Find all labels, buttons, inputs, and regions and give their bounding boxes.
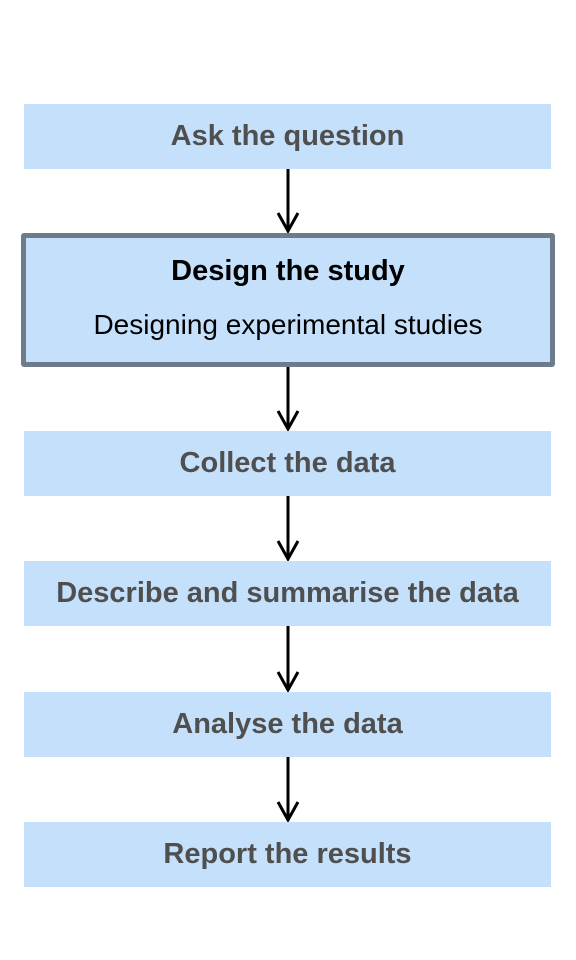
step-label: Design the study	[171, 255, 405, 287]
step-label: Analyse the data	[172, 708, 403, 740]
step-report-results: Report the results	[24, 822, 551, 887]
step-design-study: Design the study Designing experimental …	[21, 233, 555, 367]
step-label: Describe and summarise the data	[56, 577, 519, 609]
step-sublabel: Designing experimental studies	[93, 309, 483, 340]
step-collect-data: Collect the data	[24, 431, 551, 496]
arrow-down-icon	[276, 496, 300, 561]
step-label: Report the results	[163, 838, 412, 870]
arrow-down-icon	[276, 169, 300, 233]
step-label: Ask the question	[170, 120, 405, 152]
step-label: Collect the data	[179, 447, 396, 479]
arrow-down-icon	[276, 626, 300, 692]
arrow-down-icon	[276, 757, 300, 822]
arrow-down-icon	[276, 367, 300, 431]
step-analyse-data: Analyse the data	[24, 692, 551, 757]
step-describe-summarise: Describe and summarise the data	[24, 561, 551, 626]
step-ask-question: Ask the question	[24, 104, 551, 169]
